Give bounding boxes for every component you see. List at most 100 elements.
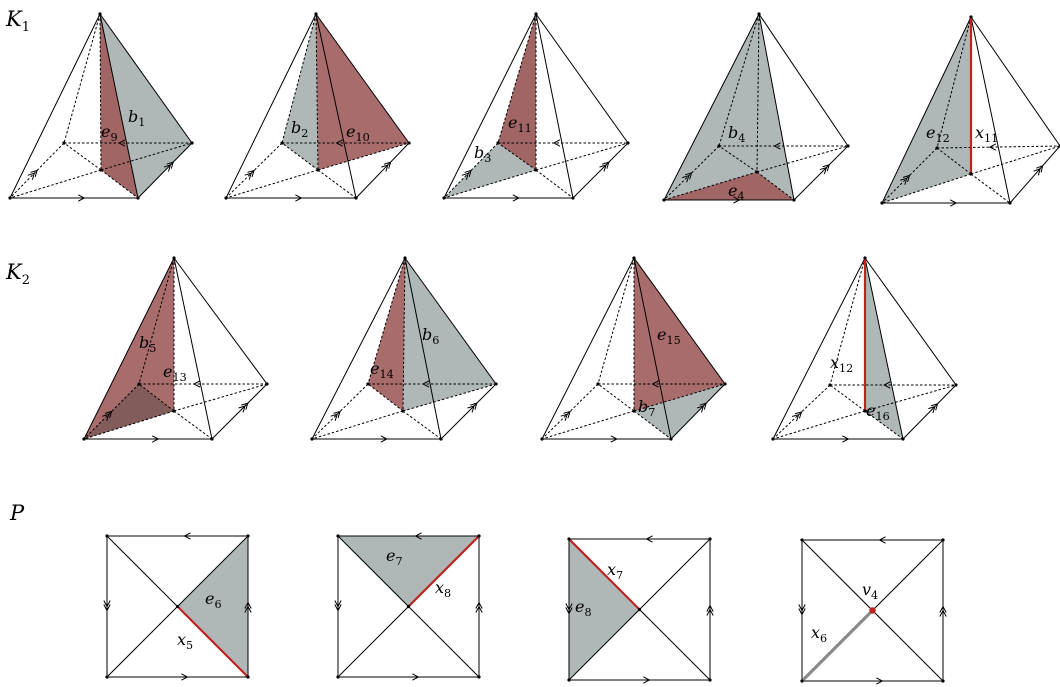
apex-left-edge xyxy=(443,13,537,199)
arrowhead-icon xyxy=(192,380,201,388)
vertex-dot xyxy=(224,196,228,200)
base-left-edge xyxy=(663,145,720,201)
diag-edge xyxy=(864,384,957,412)
vertex-dot xyxy=(596,382,600,386)
vertex-dot xyxy=(105,675,109,679)
vertex-dot xyxy=(280,141,284,145)
arrowhead-icon xyxy=(819,166,828,175)
gray-triangle xyxy=(177,536,248,677)
label-b1: b1 xyxy=(128,107,145,129)
diag-edge xyxy=(281,142,319,171)
arrowhead-icon xyxy=(412,673,420,681)
diag-edge xyxy=(138,383,175,412)
apex-right-edge xyxy=(315,13,357,199)
arrowhead-icon xyxy=(599,164,607,172)
label-x12: x12 xyxy=(830,353,853,375)
vertex-dot xyxy=(969,172,973,176)
arrowhead-icon xyxy=(930,402,939,411)
pyramid-k1-1: b1 e9 xyxy=(8,12,194,202)
vertex-dot xyxy=(632,256,636,260)
arrowhead-icon xyxy=(512,194,520,202)
vertex-dot xyxy=(210,437,214,441)
apex-center-edge xyxy=(315,13,319,171)
gray-highlight-edge xyxy=(800,609,874,683)
arrowhead-icon xyxy=(464,169,472,178)
arrowhead-icon xyxy=(798,604,806,612)
arrowhead-icon xyxy=(1033,168,1041,176)
arrowhead-icon xyxy=(733,196,741,204)
arrowhead-icon xyxy=(295,194,303,202)
arrowhead-icon xyxy=(876,677,884,685)
diag-edge xyxy=(633,410,672,440)
arrowhead-icon xyxy=(651,380,659,388)
base-right-edge xyxy=(211,383,268,440)
diag-edge xyxy=(864,410,904,440)
base-left-edge xyxy=(9,142,65,199)
base-left-edge xyxy=(772,384,831,440)
vertex-dot xyxy=(494,382,498,386)
vertex-dot xyxy=(99,168,103,172)
label-b3: b3 xyxy=(474,143,491,165)
arrowhead-icon xyxy=(334,600,342,608)
vertex-dot xyxy=(310,437,314,441)
vertex-dot xyxy=(534,12,538,16)
arrowhead-icon xyxy=(380,435,388,443)
base-left-edge xyxy=(311,383,369,440)
diag-edge xyxy=(970,145,1060,175)
vertex-dot xyxy=(800,679,804,683)
svg-text:K1: K1 xyxy=(5,7,30,35)
apex-right-edge xyxy=(535,13,574,199)
vertex-dot xyxy=(407,141,411,145)
arrowhead-icon xyxy=(104,410,113,419)
arrowhead-icon xyxy=(470,402,478,410)
arrowhead-icon xyxy=(247,169,255,178)
arrowhead-icon xyxy=(244,172,252,180)
vertex-dot xyxy=(969,15,973,19)
vertex-dot xyxy=(366,382,370,386)
red-face xyxy=(316,14,409,170)
highlight-edge xyxy=(176,605,249,678)
diag-edge xyxy=(535,142,629,171)
label-e14: e14 xyxy=(370,359,394,381)
arrowhead-icon xyxy=(467,405,475,413)
vertex-dot xyxy=(954,383,958,387)
apex-center-edge xyxy=(99,13,102,171)
base-right-edge xyxy=(793,145,849,201)
apex-back-left-edge xyxy=(829,257,866,386)
arrowhead-icon xyxy=(928,405,936,414)
base-left-edge xyxy=(225,142,283,199)
apex-back-right-edge xyxy=(535,13,629,144)
arrowhead-icon xyxy=(334,604,342,612)
label-e12: e12 xyxy=(926,123,950,145)
apex-center-edge xyxy=(756,13,760,173)
arrowhead-icon xyxy=(30,169,38,178)
vertex-dot xyxy=(98,12,102,16)
arrowhead-icon xyxy=(902,174,911,183)
svg-text:K2: K2 xyxy=(5,260,30,288)
arrowhead-icon xyxy=(103,600,111,608)
vertex-dot xyxy=(800,538,804,542)
vertex-dot xyxy=(246,534,250,538)
arrowhead-icon xyxy=(773,142,781,150)
vertex-dot xyxy=(175,604,180,609)
red-face xyxy=(498,14,536,170)
apex-left-edge xyxy=(881,16,972,204)
vertex-dot xyxy=(723,382,727,386)
red-face-shadow xyxy=(84,384,174,439)
apex-left-edge xyxy=(663,13,760,201)
diag-edge xyxy=(367,383,404,412)
apex-right-edge xyxy=(404,257,442,440)
arrowhead-icon xyxy=(696,405,705,413)
vertex-dot xyxy=(771,437,775,441)
vertex-dot xyxy=(62,141,66,145)
label-x7: x7 xyxy=(607,560,623,582)
arrowhead-icon xyxy=(645,535,653,543)
vertex-dot xyxy=(496,141,500,145)
arrowhead-icon xyxy=(842,435,850,443)
apex-back-right-edge xyxy=(864,257,957,386)
label-e9: e9 xyxy=(101,122,118,144)
